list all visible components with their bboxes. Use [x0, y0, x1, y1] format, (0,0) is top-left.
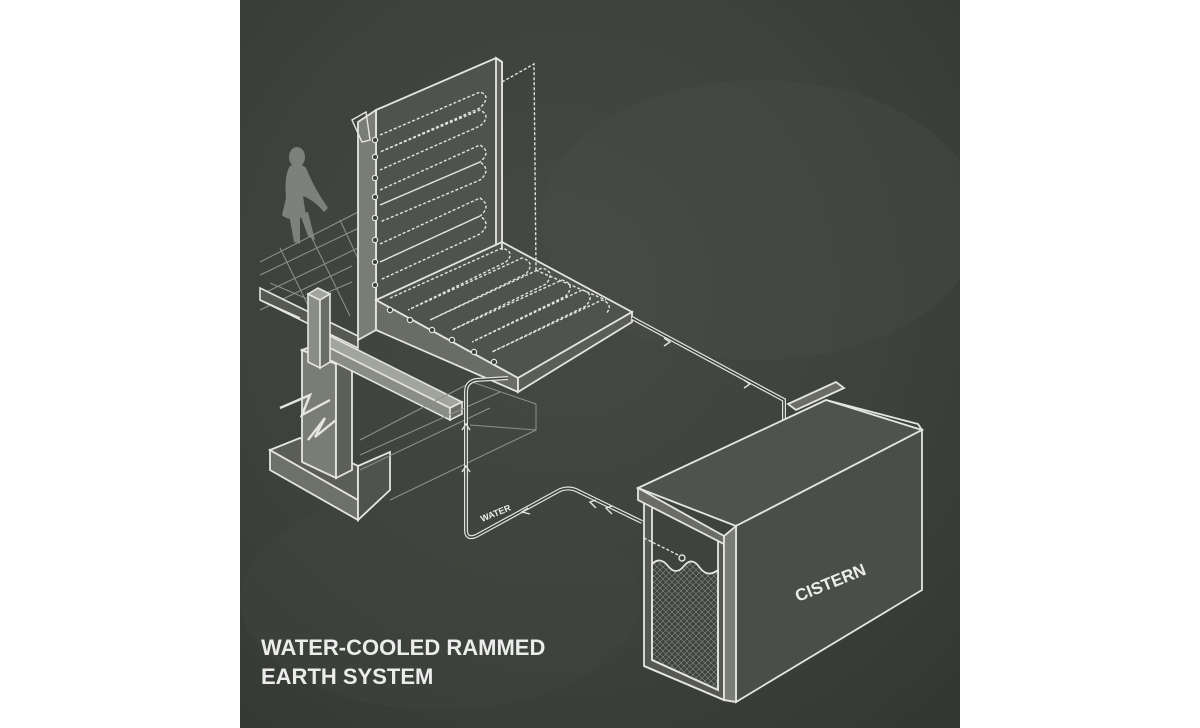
diagram-panel: CISTERN WATER WATER-COOLED RAMMED EARTH … — [240, 0, 960, 728]
cistern-inlet — [643, 537, 681, 557]
person-figure — [282, 147, 328, 244]
background-texture — [240, 490, 640, 710]
support-post — [306, 287, 332, 370]
rammed-earth-system-diagram: CISTERN WATER WATER-COOLED RAMMED EARTH … — [240, 0, 960, 728]
wall-cooling-pipe — [379, 62, 537, 281]
flow-arrows — [461, 337, 752, 515]
pipe-outlets-floor — [386, 306, 498, 366]
footing — [267, 343, 391, 523]
cistern-tank — [635, 380, 925, 704]
title-line-1: WATER-COOLED RAMMED — [261, 635, 545, 660]
ground-section — [359, 381, 537, 501]
floor-cooling-pipe — [389, 247, 610, 353]
radiant-floor-slab — [374, 240, 634, 394]
background-texture — [540, 80, 960, 360]
pipe-outlets-wall — [371, 136, 379, 289]
cistern-inlet-dot — [678, 554, 686, 562]
title-line-2: EARTH SYSTEM — [261, 664, 433, 689]
